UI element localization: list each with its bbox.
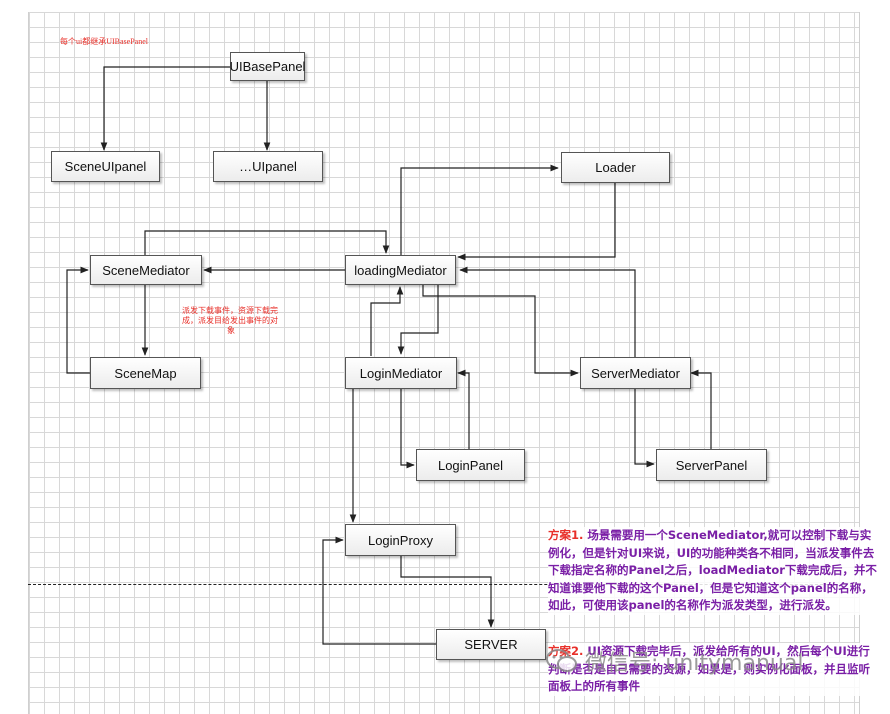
middle-note: 派发下载事件，资源下载完 成，派发目给发出事件的对 象 <box>182 306 297 336</box>
edge-login-to-loginpanel <box>400 389 415 469</box>
node-loginproxy[interactable]: LoginProxy <box>345 524 456 556</box>
node-loadingmediator[interactable]: loadingMediator <box>345 255 456 285</box>
proposal-2: 方案2. UI资源下载完毕后，派发给所有的UI，然后每个UI进行判断是否是自己需… <box>548 643 878 696</box>
edge-scene-to-loading <box>144 230 390 257</box>
middle-note-line2: 成，派发目给发出事件的对 <box>182 316 278 325</box>
node-scenemediator[interactable]: SceneMediator <box>90 255 202 285</box>
edge-base-to-sceneuipanel <box>100 66 232 151</box>
edge-servermed-to-serverpanel <box>634 389 655 468</box>
top-note: 每个ui都继承UIBasePanel <box>60 37 148 46</box>
edge-login-to-loading <box>370 286 404 356</box>
node-loader[interactable]: Loader <box>561 152 670 183</box>
edge-proxy-to-server <box>400 556 495 628</box>
proposal-1-body: 场景需要用一个SceneMediator,就可以控制下载与实例化，但是针对UI来… <box>548 528 877 612</box>
node-ellipsis-uipanel[interactable]: …UIpanel <box>213 151 323 182</box>
node-server[interactable]: SERVER <box>436 629 546 660</box>
proposal-2-body: UI资源下载完毕后，派发给所有的UI，然后每个UI进行判断是否是自己需要的资源，… <box>548 644 870 693</box>
node-serverpanel[interactable]: ServerPanel <box>656 449 767 481</box>
proposal-1: 方案1. 场景需要用一个SceneMediator,就可以控制下载与实例化，但是… <box>548 527 878 615</box>
node-loginpanel[interactable]: LoginPanel <box>416 449 525 481</box>
edge-loading-to-loader <box>400 164 559 255</box>
node-uibasepanel[interactable]: UIBasePanel <box>230 52 305 81</box>
edge-server-to-proxy <box>322 536 436 645</box>
edge-loading-to-servermed <box>422 284 579 377</box>
edge-serverpanel-to-servermed <box>690 369 712 449</box>
edge-scenemap-to-scene <box>66 266 90 374</box>
edge-loading-to-login <box>397 284 439 355</box>
dashed-separator <box>28 584 858 585</box>
node-scenemap[interactable]: SceneMap <box>90 357 201 389</box>
edge-loginpanel-to-login <box>457 369 470 450</box>
proposal-2-head: 方案2. <box>548 644 584 658</box>
edge-servermed-to-loading <box>459 266 636 358</box>
edge-loader-to-loading <box>457 183 616 261</box>
node-servermediator[interactable]: ServerMediator <box>580 357 691 389</box>
proposal-1-head: 方案1. <box>548 528 584 542</box>
middle-note-line3: 象 <box>227 326 235 335</box>
middle-note-line1: 派发下载事件，资源下载完 <box>182 306 278 315</box>
node-sceneuipanel[interactable]: SceneUIpanel <box>51 151 160 182</box>
node-loginmediator[interactable]: LoginMediator <box>345 357 457 389</box>
